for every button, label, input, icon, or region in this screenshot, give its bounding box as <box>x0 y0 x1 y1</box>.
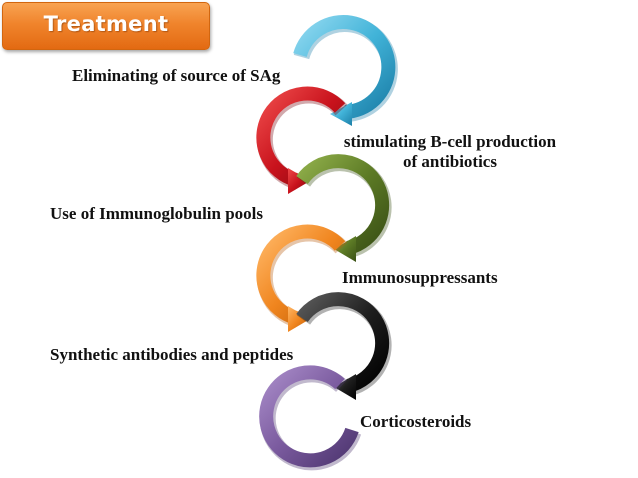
ring-2-red <box>256 86 348 194</box>
ring-6-purple <box>259 365 362 471</box>
step-6-label: Corticosteroids <box>360 412 472 431</box>
title-banner: Treatment <box>2 2 210 50</box>
arrowhead-icon <box>334 236 356 262</box>
arrowhead-icon <box>288 168 310 194</box>
ring-4-orange <box>256 224 348 332</box>
step-1-label: Eliminating of source of SAg <box>72 66 281 85</box>
step-3-label: Use of Immunoglobulin pools <box>50 204 264 223</box>
ring-3-green <box>296 154 392 262</box>
arrowhead-icon <box>330 102 352 126</box>
step-5-label: Synthetic antibodies and peptides <box>50 345 294 364</box>
arrowhead-icon <box>288 306 310 332</box>
slide-title: Treatment <box>43 12 169 36</box>
arrowhead-icon <box>334 374 356 400</box>
step-2-label-line1: stimulating B-cell production <box>343 132 557 151</box>
step-2-label: stimulating B-cell production of antibio… <box>310 132 590 172</box>
ring-1-blue <box>293 15 398 126</box>
step-2-label-line2: of antibiotics <box>403 152 497 171</box>
step-4-label: Immunosuppressants <box>342 268 498 287</box>
ring-5-black <box>296 292 392 400</box>
